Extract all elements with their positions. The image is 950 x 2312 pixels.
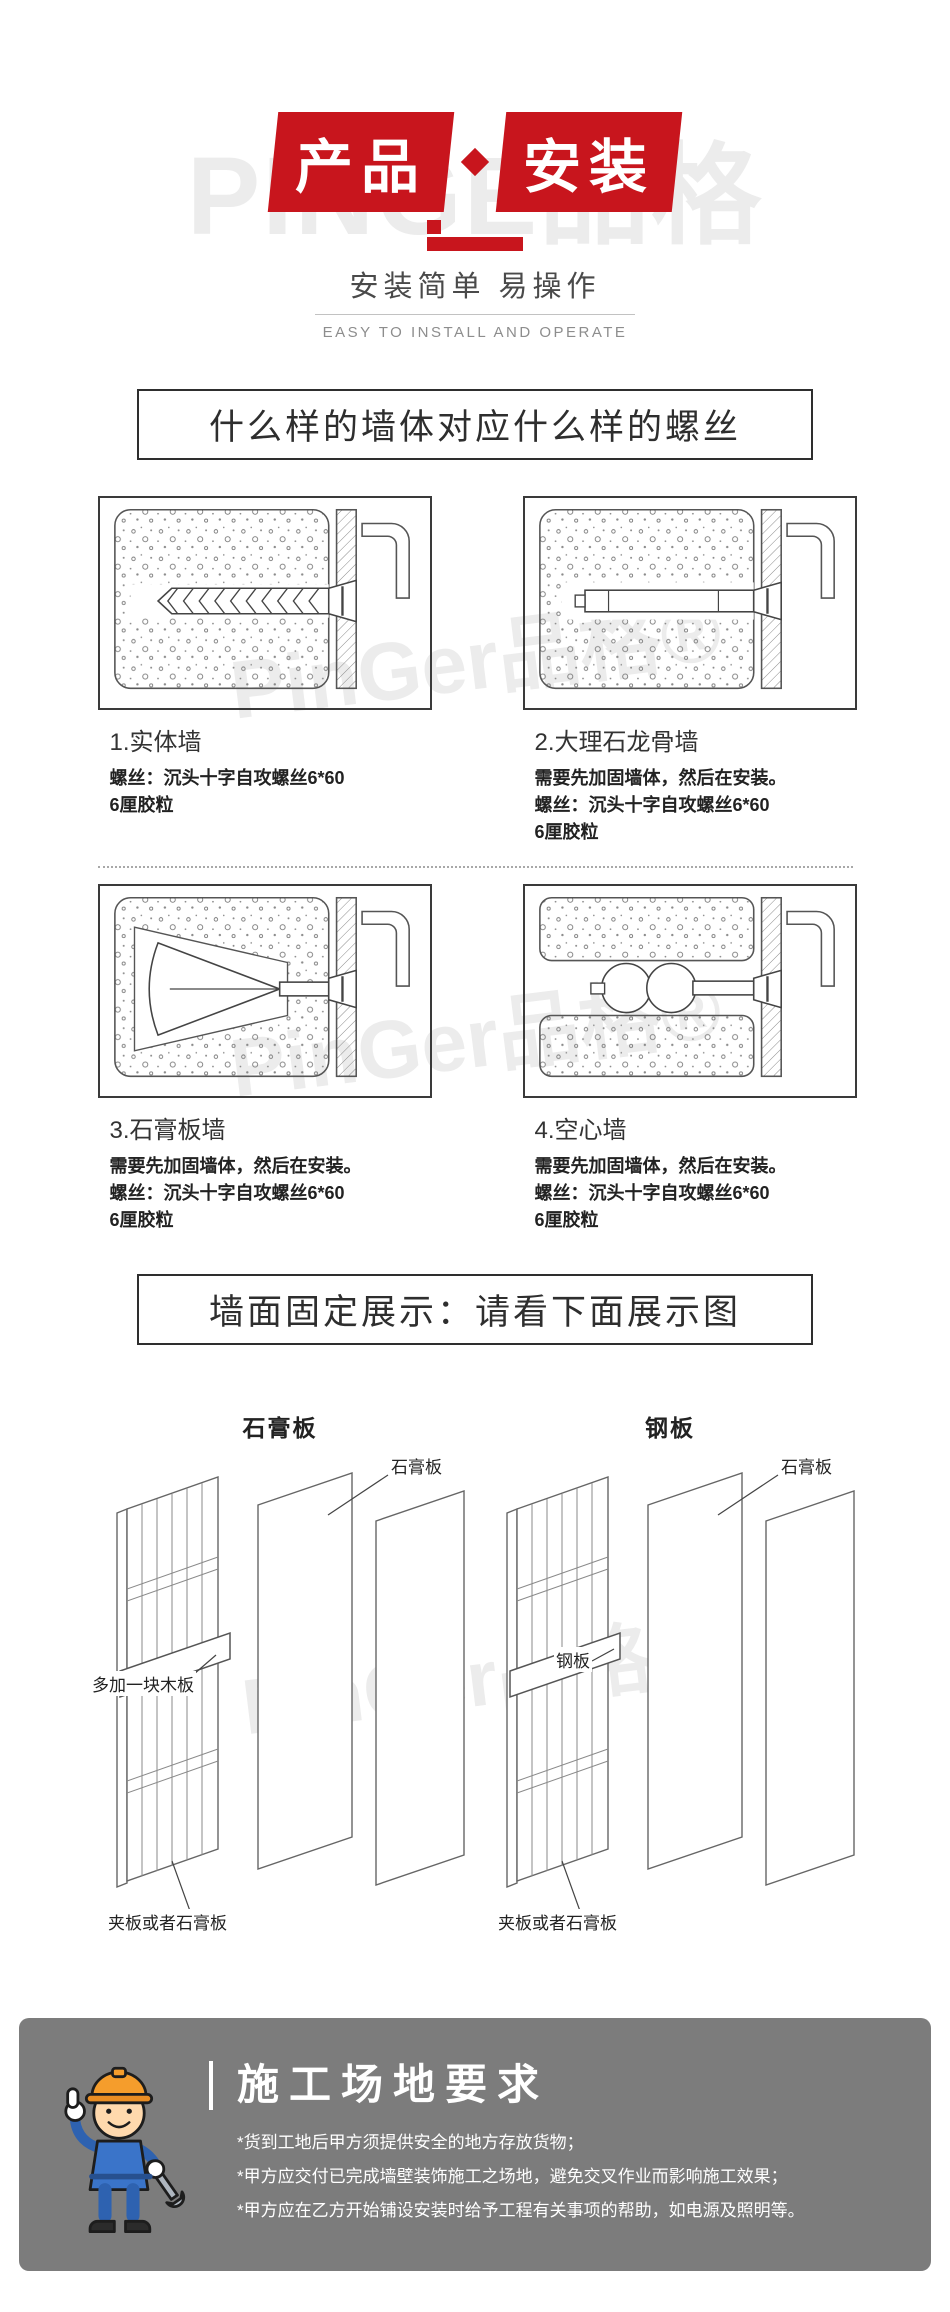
panel-spec-line: 螺丝：沉头十字自攻螺丝6*60	[109, 1183, 345, 1203]
subtitle-english: EASY TO INSTALL AND OPERATE	[322, 324, 628, 341]
callout-steel-plate: 钢板	[554, 1647, 592, 1672]
callout-plywood-or-gypsum: 夹板或者石膏板	[496, 1909, 619, 1934]
title-badge-left: 产品	[267, 112, 455, 212]
subtitle: 安装简单 易操作	[349, 271, 601, 303]
callout-gypsum-board: 石膏板	[779, 1453, 834, 1478]
section-title-display: 墙面固定展示：请看下面展示图	[137, 1274, 813, 1345]
callout-plywood-or-gypsum: 夹板或者石膏板	[106, 1909, 229, 1934]
notice-title: 施工场地要求	[209, 2061, 901, 2110]
wall-type-grid-row2: 3.石膏板墙 需要先加固墙体，然后在安装。 螺丝：沉头十字自攻螺丝6*60 6厘…	[0, 884, 950, 1234]
panel-name: 2.大理石龙骨墙	[534, 729, 699, 756]
hollow-wall-diagram	[538, 896, 835, 1078]
subtitle-divider	[315, 314, 635, 315]
assembly-group-gypsum: 石膏板 石膏板 多加一块木板 夹板或者石膏板	[90, 1409, 470, 1954]
assembly-group-header: 钢板	[645, 1415, 695, 1441]
panel-spec-line: 6厘胶粒	[534, 822, 599, 842]
wall-type-panel-gypsum: 3.石膏板墙 需要先加固墙体，然后在安装。 螺丝：沉头十字自攻螺丝6*60 6厘…	[97, 884, 432, 1234]
gypsum-assembly-diagram	[116, 1472, 465, 1912]
callout-extra-wood-board: 多加一块木板	[90, 1671, 196, 1696]
wall-type-panel-marble: 2.大理石龙骨墙 需要先加固墙体，然后在安装。 螺丝：沉头十字自攻螺丝6*60 …	[522, 496, 857, 846]
page-title: 产品 安装	[0, 112, 950, 212]
panel-spec-line: 需要先加固墙体，然后在安装。	[534, 1156, 787, 1176]
panel-name: 4.空心墙	[534, 1117, 627, 1144]
panel-spec-line: 6厘胶粒	[109, 1210, 174, 1230]
gypsum-wall-diagram	[113, 896, 410, 1078]
notice-item-list: *货到工地后甲方须提供安全的地方存放货物； *甲方应交付已完成墙壁装饰施工之场地…	[209, 2126, 901, 2228]
deco-square-icon	[427, 220, 441, 234]
panel-spec-line: 需要先加固墙体，然后在安装。	[534, 768, 787, 788]
assembly-group-steel: 钢板 石膏板 钢板 夹板或者石膏板	[480, 1409, 860, 1954]
notice-item: *甲方应在乙方开始铺设安装时给予工程有关事项的帮助，如电源及照明等。	[237, 2200, 805, 2220]
worker-mascot-illustration	[49, 2044, 189, 2245]
panel-spec-line: 螺丝：沉头十字自攻螺丝6*60	[534, 795, 770, 815]
panel-spec-line: 6厘胶粒	[109, 795, 174, 815]
notice-item: *甲方应交付已完成墙壁装饰施工之场地，避免交叉作业而影响施工效果；	[237, 2166, 788, 2186]
assembly-display-area: 石膏板 石膏板 多加一块木板 夹板或者石膏板 钢板	[0, 1409, 950, 1954]
wall-type-panel-solid: 1.实体墙 螺丝：沉头十字自攻螺丝6*60 6厘胶粒	[97, 496, 432, 846]
steel-assembly-diagram	[506, 1472, 855, 1912]
panel-name: 3.石膏板墙	[109, 1117, 226, 1144]
title-diamond-icon	[460, 147, 490, 177]
assembly-group-header: 石膏板	[242, 1415, 318, 1441]
worker-mascot-icon	[64, 2066, 186, 2233]
wall-type-panel-hollow: 4.空心墙 需要先加固墙体，然后在安装。 螺丝：沉头十字自攻螺丝6*60 6厘胶…	[522, 884, 857, 1234]
callout-gypsum-board: 石膏板	[389, 1453, 444, 1478]
section-title-wall-types: 什么样的墙体对应什么样的螺丝	[137, 389, 813, 460]
notice-item: *货到工地后甲方须提供安全的地方存放货物；	[237, 2132, 584, 2152]
panel-spec-line: 需要先加固墙体，然后在安装。	[109, 1156, 362, 1176]
deco-bar-icon	[427, 237, 523, 251]
site-requirements-panel: 施工场地要求 *货到工地后甲方须提供安全的地方存放货物； *甲方应交付已完成墙壁…	[19, 2018, 931, 2271]
title-badge-right: 安装	[495, 112, 683, 212]
dotted-row-divider	[97, 866, 853, 868]
panel-spec-line: 6厘胶粒	[534, 1210, 599, 1230]
panel-spec-line: 螺丝：沉头十字自攻螺丝6*60	[109, 768, 345, 788]
panel-spec-line: 螺丝：沉头十字自攻螺丝6*60	[534, 1183, 770, 1203]
title-badge-left-label: 产品	[294, 135, 427, 200]
title-badge-right-label: 安装	[523, 135, 656, 200]
marble-keel-wall-diagram	[538, 508, 835, 690]
wall-type-grid-row1: 1.实体墙 螺丝：沉头十字自攻螺丝6*60 6厘胶粒	[0, 496, 950, 846]
panel-name: 1.实体墙	[109, 729, 202, 756]
title-underline-decoration	[427, 220, 523, 251]
solid-wall-diagram	[113, 508, 410, 690]
